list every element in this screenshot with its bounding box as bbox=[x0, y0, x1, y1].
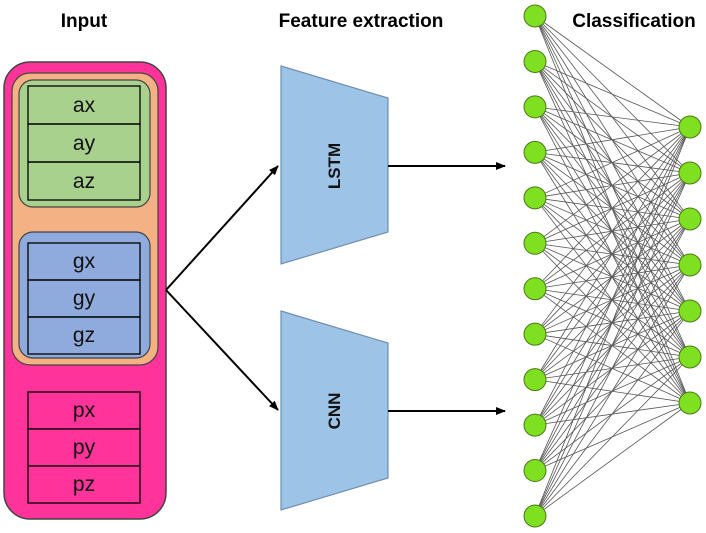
accelerometer-group-background bbox=[18, 79, 151, 208]
feature-extraction-title: Feature extraction bbox=[279, 11, 444, 32]
cnn-label: CNN bbox=[325, 393, 344, 430]
connection-line bbox=[534, 61, 691, 128]
connection-line bbox=[534, 126, 691, 335]
connection-line bbox=[534, 126, 691, 471]
position-group: px py pz bbox=[27, 391, 141, 504]
connection-line bbox=[534, 126, 691, 426]
connection-line bbox=[534, 126, 691, 290]
input-layer-node bbox=[523, 49, 547, 73]
input-layer-node bbox=[523, 413, 547, 437]
input-cell-px bbox=[27, 391, 141, 430]
input-label-ax: ax bbox=[73, 94, 96, 117]
input-label-gx: gx bbox=[73, 250, 96, 273]
network-nodes bbox=[523, 4, 702, 528]
input-cell-gz bbox=[27, 316, 141, 355]
input-cell-az bbox=[27, 161, 141, 201]
accelerometer-group: ax ay az bbox=[18, 79, 151, 208]
input-title: Input bbox=[61, 11, 108, 32]
connection-line bbox=[534, 172, 691, 517]
connection-line bbox=[534, 106, 691, 128]
connection-line bbox=[534, 126, 691, 244]
connection-line bbox=[534, 356, 691, 517]
input-label-az: az bbox=[73, 170, 95, 193]
gyroscope-group: gx gy gz bbox=[18, 231, 151, 359]
connection-line bbox=[534, 126, 691, 153]
lstm-label: LSTM bbox=[325, 143, 344, 189]
connection-line bbox=[534, 264, 691, 517]
input-layer-node bbox=[523, 231, 547, 255]
input-label-py: py bbox=[73, 436, 96, 459]
input-layer-node bbox=[523, 140, 547, 164]
input-layer-node bbox=[523, 459, 547, 483]
connection-line bbox=[534, 126, 691, 517]
input-layer-node bbox=[523, 95, 547, 119]
input-cell-pz bbox=[27, 465, 141, 504]
output-layer-node bbox=[678, 207, 702, 231]
classification-title: Classification bbox=[572, 11, 696, 32]
input-layer-node bbox=[523, 368, 547, 392]
input-label-pz: pz bbox=[73, 473, 95, 496]
input-layer-node bbox=[523, 277, 547, 301]
input-layer-node bbox=[523, 4, 547, 28]
output-layer-node bbox=[678, 345, 702, 369]
input-cell-py bbox=[27, 428, 141, 467]
input-label-px: px bbox=[73, 399, 96, 422]
output-layer-node bbox=[678, 391, 702, 415]
gyroscope-group-background bbox=[18, 231, 151, 359]
input-layer-node bbox=[523, 504, 547, 528]
input-layer-node bbox=[523, 186, 547, 210]
output-layer-node bbox=[678, 161, 702, 185]
input-to-cnn-arrow bbox=[165, 289, 279, 411]
input-label-gz: gz bbox=[73, 324, 95, 347]
input-label-gy: gy bbox=[73, 287, 96, 310]
input-to-lstm-arrow bbox=[165, 165, 279, 291]
connection-line bbox=[534, 402, 691, 517]
network-connections bbox=[534, 15, 691, 517]
cnn-block bbox=[280, 310, 389, 511]
connection-line bbox=[534, 310, 691, 517]
connection-line bbox=[534, 126, 691, 199]
output-layer-node bbox=[678, 115, 702, 139]
connection-line bbox=[534, 218, 691, 517]
lstm-block bbox=[280, 65, 389, 265]
output-layer-node bbox=[678, 299, 702, 323]
output-layer-node bbox=[678, 253, 702, 277]
input-layer-node bbox=[523, 322, 547, 346]
connection-line bbox=[534, 126, 691, 380]
input-label-ay: ay bbox=[73, 132, 96, 155]
connection-line bbox=[534, 15, 691, 128]
